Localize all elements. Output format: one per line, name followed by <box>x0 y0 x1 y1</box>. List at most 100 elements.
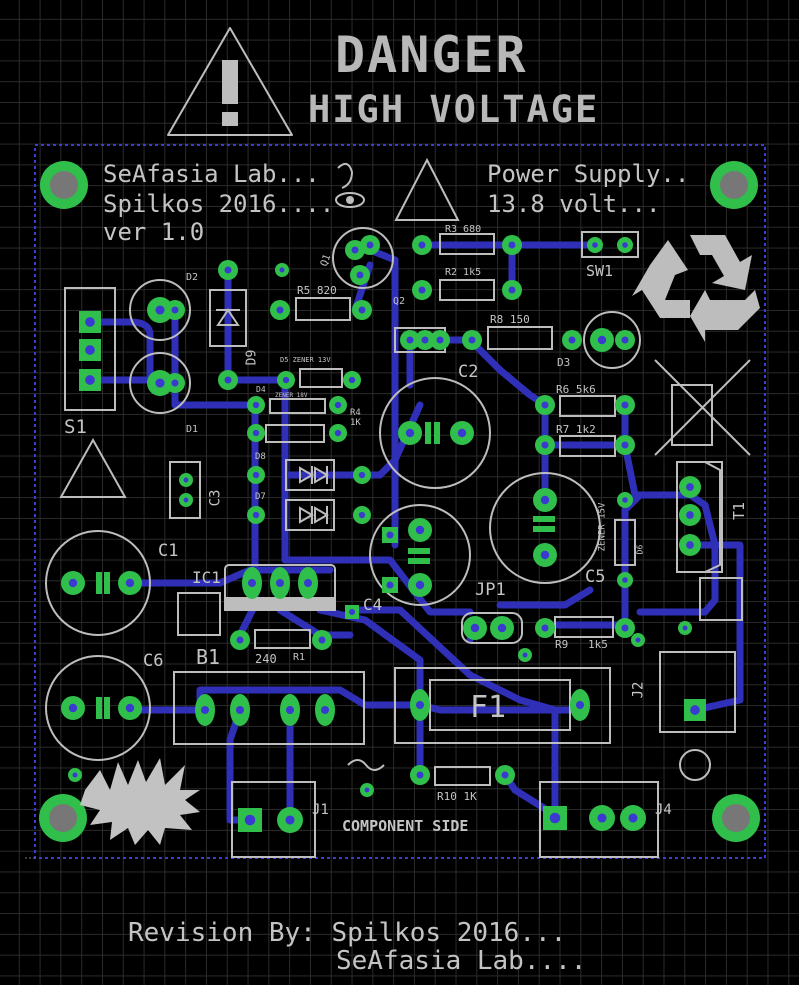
lab-text: SeAfasia Lab... <box>103 160 320 188</box>
high-voltage-title: HIGH VOLTAGE <box>308 88 600 131</box>
voltage-text: 13.8 volt... <box>487 190 661 218</box>
drill-hole <box>248 579 256 587</box>
drill-hole <box>285 815 295 825</box>
label-c1: C1 <box>158 541 179 561</box>
eye-icon <box>335 192 365 208</box>
drill-hole <box>635 637 641 643</box>
drill-hole <box>418 241 426 249</box>
drill-hole <box>171 306 179 314</box>
drill-hole <box>386 581 394 589</box>
drill-hole <box>468 336 476 344</box>
drill-hole <box>541 624 549 632</box>
drill-hole <box>304 579 312 587</box>
product-text: Power Supply.. <box>487 160 690 188</box>
drill-hole <box>622 242 628 248</box>
label-d1: D1 <box>186 424 199 435</box>
drill-hole <box>183 497 189 503</box>
drill-hole <box>85 317 95 327</box>
label-d3: D3 <box>557 356 571 369</box>
drill-hole <box>348 608 356 616</box>
label-c3: C3 <box>207 489 224 507</box>
drill-hole <box>282 376 290 384</box>
revision-text: Revision By: Spilkos 2016... <box>128 918 567 948</box>
drill-hole <box>366 241 374 249</box>
drill-hole <box>171 379 179 387</box>
version-text: ver 1.0 <box>103 218 205 246</box>
label-d4-zener: ZENER 18V <box>275 392 308 399</box>
drill-hole <box>470 623 480 633</box>
drill-hole <box>276 579 284 587</box>
drill-hole <box>224 376 232 384</box>
drill-hole <box>549 812 561 824</box>
label-d4: D4 <box>256 385 266 394</box>
drill-hole <box>244 814 256 826</box>
label-r7: R7 1k2 <box>556 423 596 436</box>
drill-hole <box>321 706 329 714</box>
drill-hole <box>568 336 576 344</box>
label-c6: C6 <box>143 651 164 671</box>
drill-hole <box>318 636 326 644</box>
drill-hole <box>628 813 638 823</box>
recycle-icon <box>632 235 760 342</box>
label-b1: B1 <box>196 645 221 669</box>
label-r9-value: 1k5 <box>588 638 608 651</box>
label-r1: R1 <box>293 652 306 663</box>
drill-hole <box>125 578 135 588</box>
board-outline <box>34 144 766 859</box>
silkscreen <box>45 157 751 858</box>
label-c5: C5 <box>585 567 606 587</box>
label-r1-value: 240 <box>255 652 277 666</box>
label-c2: C2 <box>458 362 479 382</box>
label-j2: J2 <box>630 681 647 699</box>
drill-hole <box>224 266 232 274</box>
label-f1: F1 <box>470 690 507 725</box>
drill-hole <box>686 511 694 519</box>
drill-hole <box>405 428 415 438</box>
drill-hole <box>415 580 425 590</box>
label-s1: S1 <box>64 416 87 438</box>
label-d6-zener: ZENER 15V <box>597 502 608 552</box>
label-r6: R6 5k6 <box>556 383 596 396</box>
label-c4: C4 <box>363 595 383 614</box>
drill-hole <box>406 336 414 344</box>
drill-hole <box>508 241 516 249</box>
author-text: Spilkos 2016.... <box>103 190 335 218</box>
label-t1: T1 <box>730 501 749 521</box>
drill-hole <box>252 511 260 519</box>
drill-hole <box>541 401 549 409</box>
drill-hole <box>279 267 285 273</box>
drill-hole <box>621 336 629 344</box>
label-jp1: JP1 <box>475 580 506 600</box>
drill-hole <box>686 483 694 491</box>
drill-hole <box>508 286 516 294</box>
drill-hole <box>622 577 628 583</box>
drill-hole <box>236 636 244 644</box>
drill-hole <box>358 471 366 479</box>
drill-hole <box>621 401 629 409</box>
drill-hole <box>351 246 359 254</box>
drill-hole <box>201 706 209 714</box>
mounting-holes <box>39 161 760 842</box>
drill-hole <box>690 705 700 715</box>
drill-hole <box>252 471 260 479</box>
drill-hole <box>522 652 528 658</box>
hedgehog-logo <box>80 758 200 845</box>
drill-hole <box>597 335 607 345</box>
ear-icon <box>337 162 354 189</box>
drill-hole <box>236 706 244 714</box>
drill-hole <box>682 625 688 631</box>
pads <box>61 235 706 833</box>
drill-hole <box>68 703 78 713</box>
drill-hole <box>334 401 342 409</box>
drill-hole <box>622 497 628 503</box>
drill-hole <box>155 378 165 388</box>
drill-hole <box>541 441 549 449</box>
danger-title: DANGER <box>335 26 528 84</box>
label-d2: D2 <box>186 272 199 283</box>
drill-hole <box>501 771 509 779</box>
drill-hole <box>621 441 629 449</box>
drill-hole <box>576 701 584 709</box>
drill-hole <box>125 703 135 713</box>
